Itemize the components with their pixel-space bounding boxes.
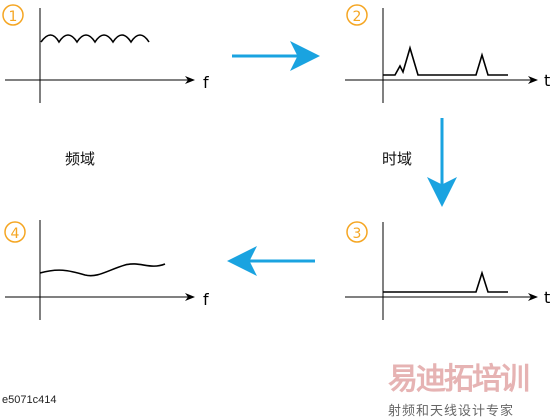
frequency-domain-label: 频域: [65, 150, 96, 168]
panel-1-axis-label: f: [203, 73, 209, 92]
panel-2-axis-label: t: [544, 71, 550, 90]
watermark-subtitle: 射频和天线设计专家: [388, 404, 515, 419]
panel-2-number: 2: [353, 9, 362, 25]
panel-3: 3 t: [345, 221, 550, 320]
panel-4-badge: [4, 221, 26, 243]
figure-id: e5071c414: [2, 394, 57, 406]
panel-4-trace: [39, 263, 166, 277]
panel-3-badge: [346, 221, 368, 243]
panel-4: 4 f: [4, 220, 209, 320]
panel-4-axis-label: f: [203, 290, 209, 309]
watermark-title: 易迪拓培训: [388, 362, 530, 397]
panel-1: 1 f: [2, 4, 209, 103]
panel-1-number: 1: [9, 9, 18, 25]
panel-2-badge: [346, 4, 368, 26]
panel-3-trace: [383, 270, 508, 293]
time-domain-label: 时域: [382, 150, 413, 168]
panel-3-number: 3: [353, 226, 362, 242]
panel-2: 2 t: [345, 4, 550, 103]
panel-1-badge: [2, 4, 24, 26]
panel-3-axis-label: t: [544, 288, 550, 307]
panel-2-trace: [383, 45, 508, 76]
panel-1-trace: [40, 34, 150, 44]
watermark: 易迪拓培训 射频和天线设计专家: [388, 354, 548, 419]
panel-4-number: 4: [11, 226, 20, 242]
